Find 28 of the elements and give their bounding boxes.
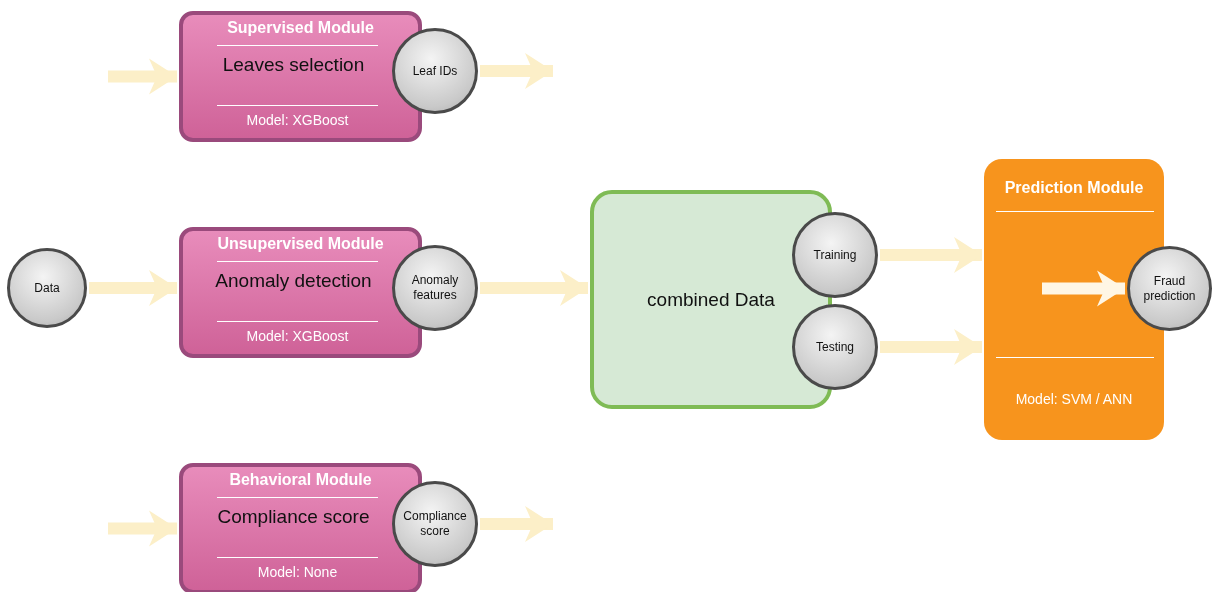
arrow [108, 510, 177, 547]
module-title: Behavioral Module [228, 471, 373, 489]
module-task: Leaves selection [221, 53, 366, 77]
node-label: Testing [816, 339, 854, 355]
model-note: Model: None [256, 564, 339, 580]
arrow [880, 237, 982, 273]
arrow [480, 270, 588, 306]
node-label: Leaf IDs [412, 63, 458, 79]
arrow [89, 270, 177, 306]
model-note: Model: XGBoost [245, 328, 350, 344]
module-title: Supervised Module [226, 19, 375, 37]
box-label: combined Data [647, 288, 775, 311]
node-label: Data [34, 280, 60, 296]
module-title: Prediction Module [1003, 179, 1145, 197]
module-title: Unsupervised Module [216, 235, 385, 253]
node-label: Compliance score [402, 509, 468, 539]
arrow [480, 53, 553, 89]
model-note: Model: SVM / ANN [1014, 391, 1134, 407]
arrow [108, 58, 177, 95]
arrow [1042, 270, 1125, 307]
arrow [480, 506, 553, 542]
module-task: Anomaly detection [214, 269, 373, 293]
model-note: Model: XGBoost [245, 112, 350, 128]
module-task: Compliance score [216, 505, 371, 529]
arrow [880, 329, 982, 365]
node-label: Training [813, 247, 857, 263]
node-label: Fraud prediction [1142, 273, 1197, 304]
node-label: Anomaly features [410, 273, 460, 303]
